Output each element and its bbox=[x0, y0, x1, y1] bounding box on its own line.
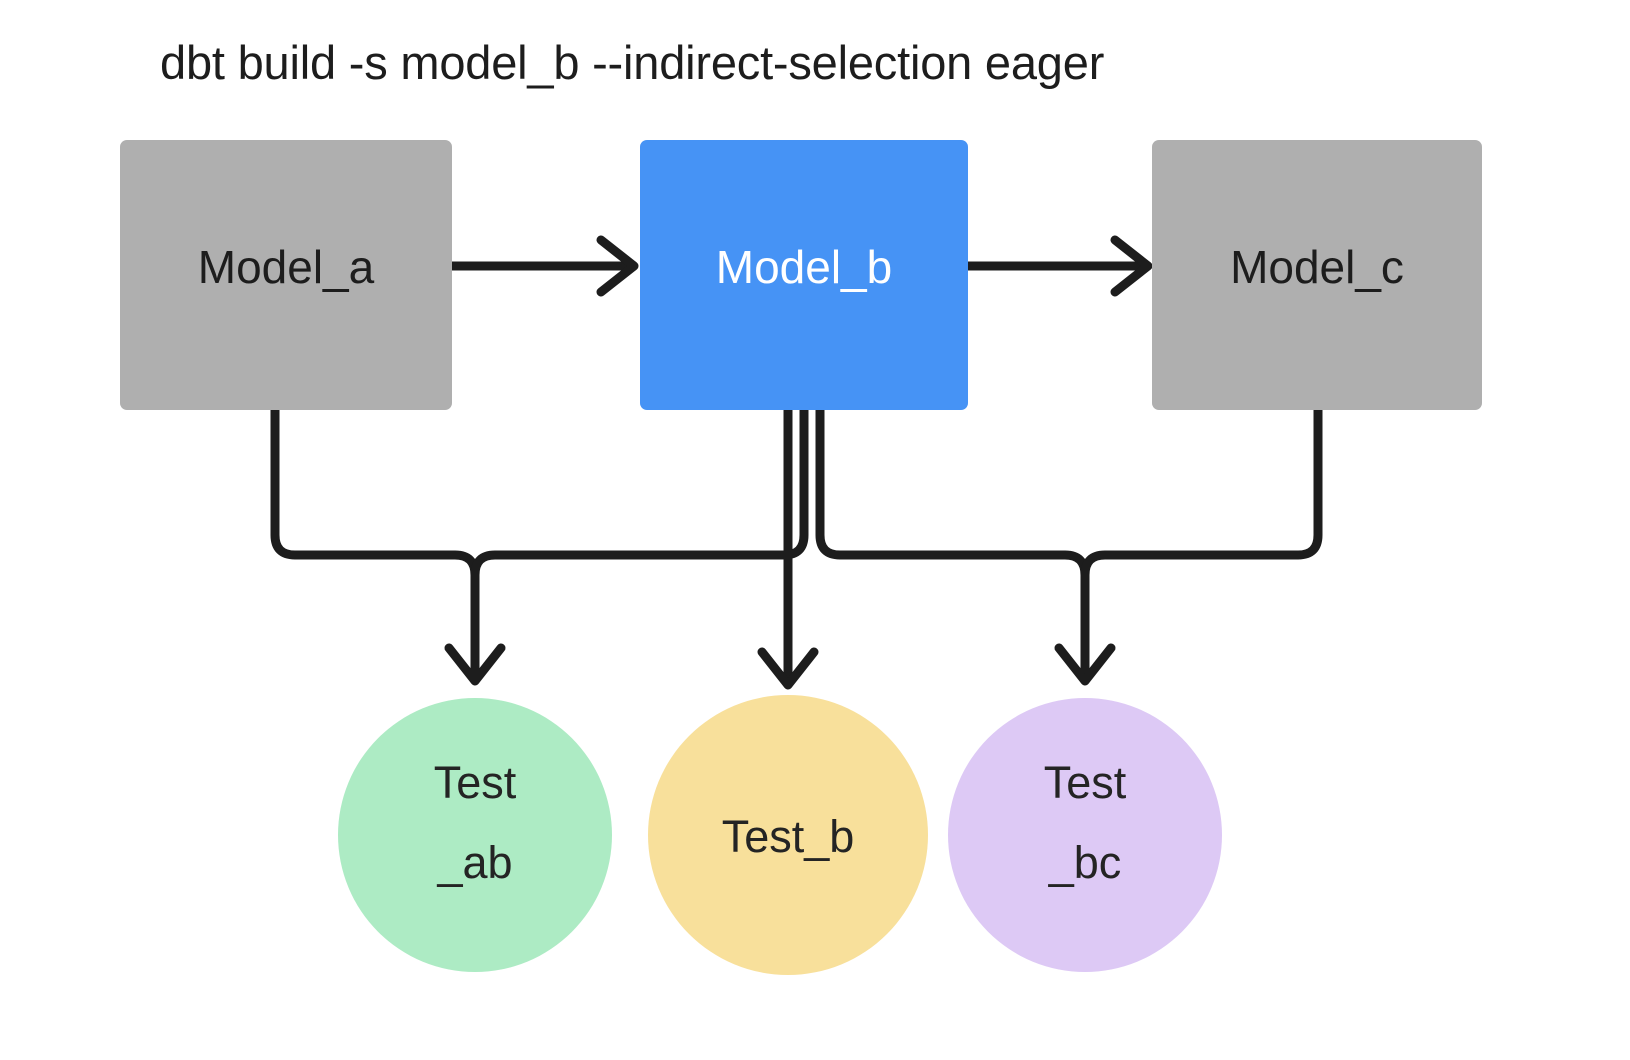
node-model-c[interactable]: Model_c bbox=[1152, 140, 1482, 410]
edge-model-b-to-test-bc bbox=[815, 410, 1090, 676]
node-test-b[interactable]: Test_b bbox=[648, 695, 928, 975]
test-ab-label-line1: Test bbox=[434, 757, 517, 808]
node-model-b[interactable]: Model_b bbox=[640, 140, 968, 410]
test-bc-label-line2: _bc bbox=[1048, 837, 1122, 888]
edge-model-b-to-test-b bbox=[757, 410, 819, 690]
test-b-circle[interactable] bbox=[648, 695, 928, 975]
model-b-label: Model_b bbox=[716, 241, 892, 293]
node-model-a[interactable]: Model_a bbox=[120, 140, 452, 410]
node-test-bc[interactable]: Test _bc bbox=[948, 698, 1222, 972]
edge-model-b-to-test-ab bbox=[470, 410, 809, 676]
test-bc-label-line1: Test bbox=[1044, 757, 1127, 808]
test-b-label-line1: Test_b bbox=[722, 811, 855, 862]
model-b-box[interactable] bbox=[640, 140, 968, 410]
edge-model-a-to-model-b bbox=[452, 235, 639, 297]
page-title: dbt build -s model_b --indirect-selectio… bbox=[160, 36, 1104, 89]
node-test-ab[interactable]: Test _ab bbox=[338, 698, 612, 972]
test-ab-label-line2: _ab bbox=[436, 837, 512, 888]
test-bc-circle[interactable] bbox=[948, 698, 1222, 972]
model-a-label: Model_a bbox=[198, 241, 375, 293]
edge-model-a-to-test-ab bbox=[270, 410, 506, 686]
edge-model-b-to-model-c bbox=[968, 235, 1153, 297]
model-c-box[interactable] bbox=[1152, 140, 1482, 410]
edge-model-c-to-test-bc bbox=[1054, 410, 1323, 686]
test-ab-circle[interactable] bbox=[338, 698, 612, 972]
model-a-box[interactable] bbox=[120, 140, 452, 410]
model-c-label: Model_c bbox=[1230, 241, 1404, 293]
